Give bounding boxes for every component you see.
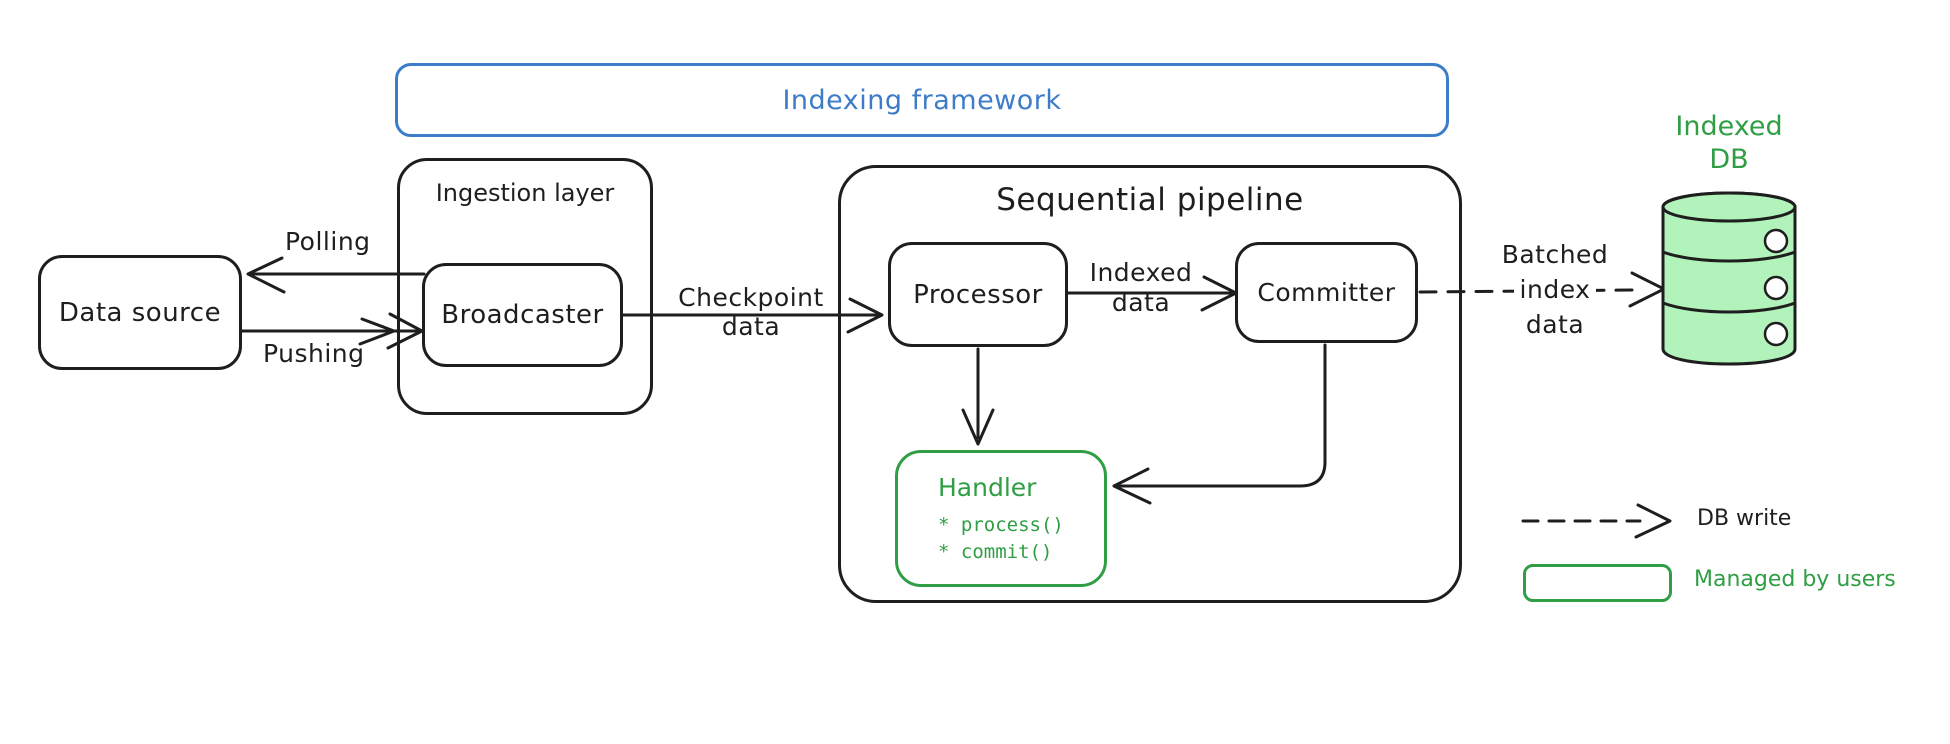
- polling-edge-label: Polling: [285, 227, 371, 256]
- handler-title: Handler: [938, 473, 1037, 502]
- handler-method-commit: * commit(): [938, 541, 1053, 563]
- polling-arrowhead-icon: [248, 258, 284, 292]
- pushing-arrowhead-inner-icon: [360, 319, 394, 344]
- indexed-db-cylinder-icon: [1663, 193, 1795, 364]
- handler-node: Handler * process() * commit(): [895, 450, 1107, 587]
- committer-node: Committer: [1235, 242, 1418, 343]
- legend-db-write-label: DB write: [1697, 506, 1792, 531]
- indexing-framework-frame: Indexing framework: [395, 63, 1449, 137]
- broadcaster-node: Broadcaster: [422, 263, 623, 367]
- indexing-framework-title: Indexing framework: [782, 84, 1062, 116]
- handler-method-process: * process(): [938, 514, 1064, 536]
- committer-label: Committer: [1257, 278, 1396, 307]
- legend-db-write-arrow: [1523, 505, 1670, 537]
- sequential-pipeline-title: Sequential pipeline: [996, 182, 1304, 218]
- data-source-node: Data source: [38, 255, 242, 370]
- data-source-label: Data source: [58, 297, 222, 328]
- legend-arrowhead-icon: [1636, 505, 1670, 537]
- pushing-edge-label: Pushing: [263, 339, 365, 368]
- processor-node: Processor: [888, 242, 1068, 347]
- legend-managed-by-users-label: Managed by users: [1694, 567, 1896, 592]
- legend-managed-box-icon: [1523, 564, 1672, 602]
- broadcaster-label: Broadcaster: [441, 300, 604, 330]
- checkpoint-data-edge-label: Checkpoint data: [678, 283, 824, 341]
- ingestion-layer-title: Ingestion layer: [435, 179, 615, 207]
- indexed-db-label: Indexed DB: [1675, 111, 1783, 175]
- indexed-data-edge-label: Indexed data: [1089, 258, 1193, 317]
- batched-index-data-edge-label: Batched index data: [1501, 240, 1609, 339]
- processor-label: Processor: [913, 279, 1043, 310]
- db-write-arrowhead-icon: [1630, 273, 1664, 306]
